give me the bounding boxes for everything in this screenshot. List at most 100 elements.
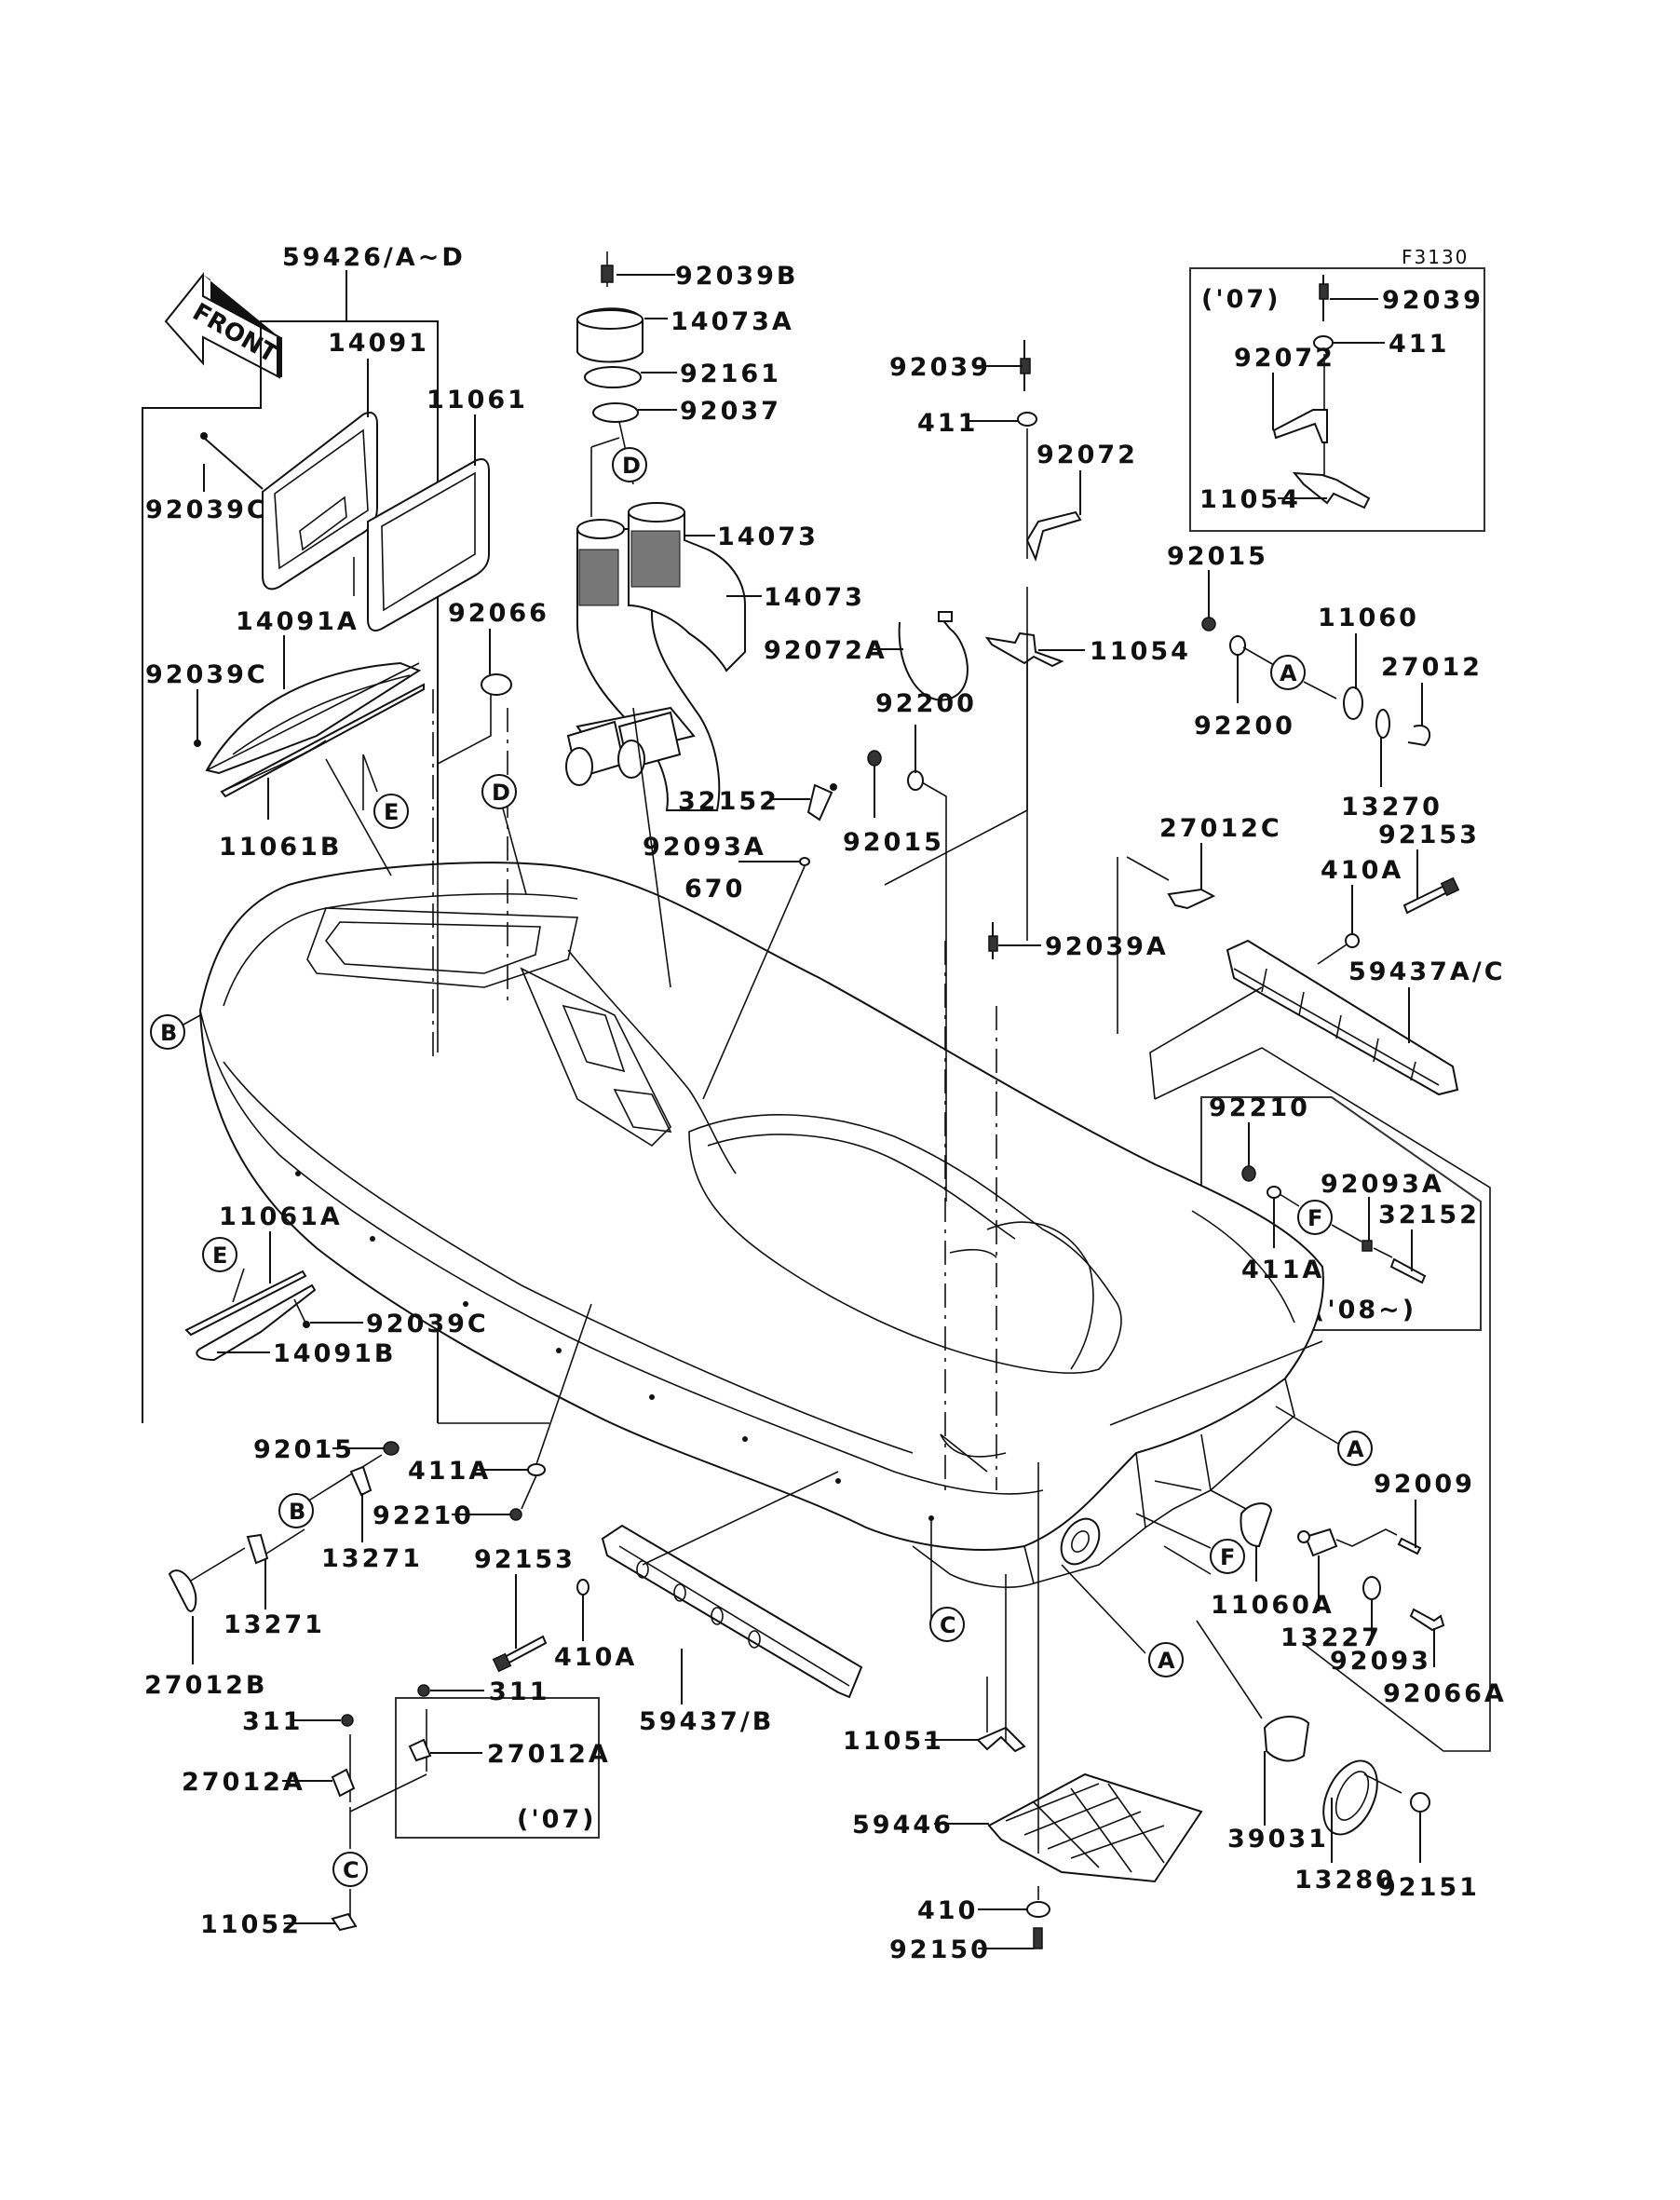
label-92039A: 92039A: [1045, 932, 1169, 961]
part-92009-screw: [1397, 1537, 1422, 1555]
part-14091A-cover: [205, 661, 422, 775]
ref-callout-A-bottom: A: [1148, 1642, 1184, 1677]
label-92009: 92009: [1374, 1470, 1475, 1499]
part-92039A-rivet: [988, 935, 998, 952]
label-box07-92039: 92039: [1382, 286, 1484, 315]
label-13270: 13270: [1341, 793, 1443, 822]
part-box07-92039-rivet: [1319, 283, 1329, 300]
part-92210-nut-bottom: [509, 1508, 522, 1521]
label-92066: 92066: [448, 599, 549, 628]
ref-callout-B-bottom: B: [278, 1493, 314, 1528]
label-13280: 13280: [1294, 1866, 1396, 1894]
label-14073A: 14073A: [671, 307, 794, 336]
ref-callout-C-bottom: C: [332, 1852, 368, 1887]
part-410-nut: [1026, 1901, 1050, 1918]
part-92015-clip-bottom: [383, 1441, 400, 1456]
svg-text:A: A: [1158, 1648, 1175, 1674]
svg-text:F: F: [1220, 1544, 1235, 1570]
label-11051: 11051: [843, 1727, 944, 1756]
part-11054-strap: [984, 631, 1064, 668]
label-32152-box: 32152: [1378, 1201, 1480, 1229]
label-92072A: 92072A: [764, 636, 887, 665]
year-note-07-bottom: ('07): [517, 1805, 597, 1834]
part-59446-plate: [987, 1772, 1203, 1883]
part-410A-washer-right: [1345, 933, 1360, 948]
label-27012C: 27012C: [1159, 814, 1282, 843]
part-59437B-plate: [601, 1524, 863, 1699]
svg-text:D: D: [622, 453, 641, 479]
label-92210-box: 92210: [1209, 1093, 1310, 1122]
part-92015-clip: [867, 750, 882, 767]
part-92066-plug: [481, 673, 512, 696]
label-13227: 13227: [1280, 1623, 1382, 1652]
label-14091: 14091: [328, 329, 429, 358]
label-box07-411: 411: [1389, 330, 1449, 359]
figure-code: F3130: [1402, 246, 1469, 268]
label-27012: 27012: [1381, 653, 1483, 682]
ref-callout-D-top: D: [612, 447, 647, 482]
label-27012A-box: 27012A: [487, 1740, 611, 1769]
part-27012-hook: [1407, 725, 1431, 747]
svg-text:C: C: [343, 1857, 359, 1883]
ref-callout-E-bottom: E: [202, 1237, 237, 1272]
part-92093-washer: [1362, 1576, 1381, 1600]
svg-text:A: A: [1280, 660, 1297, 686]
part-411-nut: [1017, 412, 1037, 427]
part-92200-washer-right: [1229, 635, 1246, 656]
year-note-07-top: ('07): [1201, 285, 1281, 314]
label-411-center: 411: [917, 409, 978, 438]
label-11052: 11052: [200, 1910, 302, 1939]
label-92039C-1: 92039C: [145, 496, 268, 524]
part-14091-cover: [262, 412, 378, 591]
part-box07-411-nut: [1313, 335, 1334, 350]
label-92153-bottom: 92153: [474, 1545, 576, 1574]
part-13227-fitting: [1304, 1528, 1338, 1557]
label-410A-right: 410A: [1321, 856, 1403, 885]
label-92153-right: 92153: [1378, 821, 1480, 849]
part-311-nut-left: [341, 1714, 354, 1727]
label-14073-2: 14073: [764, 583, 865, 612]
label-39031: 39031: [1227, 1825, 1329, 1854]
svg-text:E: E: [212, 1243, 227, 1269]
part-13271-plate-2: [246, 1533, 269, 1565]
front-arrow-icon: FRONT: [164, 272, 282, 379]
svg-text:F: F: [1307, 1205, 1322, 1231]
part-27012C-bracket: [1167, 888, 1216, 910]
label-92072-center: 92072: [1036, 441, 1138, 469]
part-13270-seal: [1375, 709, 1390, 739]
part-39031-cone: [1263, 1716, 1310, 1762]
part-92153-bolt-bottom: [492, 1635, 548, 1673]
ref-callout-F-hull: F: [1210, 1539, 1245, 1574]
part-32152-valve: [806, 783, 837, 822]
label-410: 410: [917, 1896, 978, 1925]
year-note-08: ('08~): [1313, 1296, 1416, 1324]
part-59437AC-plate: [1226, 939, 1459, 1096]
label-92150: 92150: [889, 1935, 991, 1964]
label-11054-center: 11054: [1090, 637, 1191, 666]
label-11061A: 11061A: [219, 1202, 343, 1231]
year-box-07-bottom: [395, 1697, 600, 1839]
svg-text:B: B: [289, 1499, 305, 1525]
part-92015-clip-right: [1201, 617, 1216, 631]
label-59446: 59446: [852, 1811, 954, 1840]
svg-text:E: E: [384, 799, 399, 825]
part-11061A-gasket: [184, 1270, 307, 1337]
part-13271-plate-1: [349, 1465, 373, 1497]
svg-text:D: D: [492, 780, 510, 806]
part-92093A-washer-box: [1362, 1240, 1373, 1252]
ref-callout-F-box: F: [1297, 1200, 1333, 1235]
label-92066A: 92066A: [1383, 1679, 1507, 1708]
label-92210-bottom: 92210: [373, 1501, 474, 1530]
label-410A-bottom: 410A: [554, 1643, 637, 1672]
label-27012B: 27012B: [144, 1671, 268, 1700]
label-13271-2: 13271: [224, 1610, 325, 1639]
part-11060A-gasket: [1240, 1502, 1273, 1548]
ref-callout-C-hull: C: [929, 1607, 965, 1642]
label-11060: 11060: [1318, 604, 1419, 632]
label-92161: 92161: [680, 360, 781, 388]
label-311-left: 311: [242, 1707, 303, 1736]
label-59437AC: 59437A/C: [1348, 957, 1506, 986]
part-labels: 59426/A~D 14091 11061 92039C 14091A 9206…: [144, 243, 1507, 1964]
label-92200-center: 92200: [875, 689, 977, 718]
